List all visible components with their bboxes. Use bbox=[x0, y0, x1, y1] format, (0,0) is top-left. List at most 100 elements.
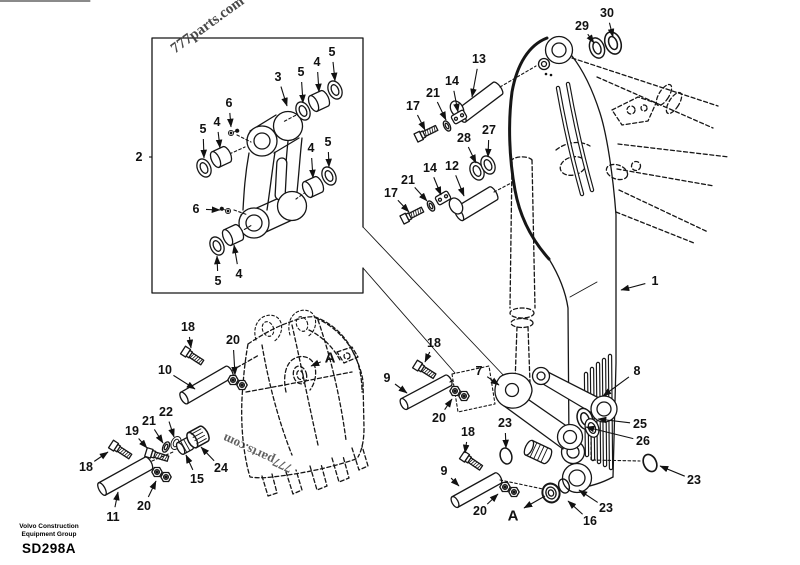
o-ring-23 bbox=[497, 445, 515, 467]
drawing-footer: Volvo Construction Equipment Group SD298… bbox=[14, 523, 84, 556]
callout-leader-9 bbox=[450, 477, 460, 487]
callout-label-4: 4 bbox=[236, 267, 243, 281]
bushing-4 bbox=[299, 174, 327, 200]
callout-leader-19 bbox=[138, 438, 148, 449]
callout-leader-4 bbox=[315, 71, 322, 93]
callout-label-3: 3 bbox=[275, 70, 282, 84]
company-name-line2: Equipment Group bbox=[21, 531, 77, 539]
drawing-code: SD298A bbox=[21, 541, 77, 557]
callout-label-14: 14 bbox=[445, 74, 459, 88]
callout-label-24: 24 bbox=[214, 461, 228, 475]
callout-label-9: 9 bbox=[384, 371, 391, 385]
nuts-20 bbox=[500, 483, 519, 497]
inset-link-assembly bbox=[193, 77, 346, 259]
link-8 bbox=[531, 366, 618, 423]
o-ring-23 bbox=[639, 451, 661, 475]
callout-leader-6 bbox=[205, 206, 221, 213]
link-install-location-dashed bbox=[451, 365, 496, 413]
callout-leader-20 bbox=[231, 349, 238, 376]
callout-leader-5 bbox=[200, 138, 208, 159]
pin-11 bbox=[97, 456, 154, 496]
callout-label-12: 12 bbox=[445, 159, 459, 173]
company-name-line1: Volvo Construction bbox=[19, 523, 79, 530]
callout-label-25: 25 bbox=[633, 417, 647, 431]
callout-leader-18 bbox=[186, 336, 194, 349]
callout-leader-30 bbox=[607, 22, 615, 38]
callout-leader-20 bbox=[147, 480, 157, 498]
callout-label-9: 9 bbox=[441, 464, 448, 478]
callout-leader-6 bbox=[227, 112, 234, 128]
callout-leader-21 bbox=[436, 101, 447, 121]
bushing-4 bbox=[305, 88, 333, 114]
callout-label-28: 28 bbox=[457, 131, 471, 145]
callout-label-26: 26 bbox=[636, 434, 650, 448]
callout-leader-29 bbox=[586, 33, 595, 44]
callout-label-20: 20 bbox=[226, 333, 240, 347]
ribbed-collar bbox=[523, 439, 553, 465]
nuts-20 bbox=[228, 376, 247, 390]
callout-leader-20 bbox=[486, 493, 499, 505]
callout-label-7: 7 bbox=[476, 364, 483, 378]
callout-leader-23 bbox=[578, 489, 598, 503]
bolt-18 bbox=[458, 450, 485, 473]
pin-9-upper bbox=[399, 374, 453, 411]
callout-label-23: 23 bbox=[599, 501, 613, 515]
callout-leader-14 bbox=[433, 177, 442, 196]
callout-leader-17 bbox=[397, 199, 410, 213]
callout-label-11: 11 bbox=[106, 510, 119, 524]
callout-label-16: 16 bbox=[583, 514, 597, 528]
callout-leader-5 bbox=[214, 255, 221, 272]
callout-label-17: 17 bbox=[406, 99, 420, 113]
callout-leader-18 bbox=[424, 351, 432, 363]
bushing-4 bbox=[207, 144, 235, 170]
bolt-17 bbox=[413, 123, 440, 143]
callout-label-A: A bbox=[508, 508, 519, 525]
callout-label-18: 18 bbox=[427, 336, 441, 350]
washer-21 bbox=[425, 199, 437, 213]
callout-label-20: 20 bbox=[473, 504, 487, 518]
callout-label-10: 10 bbox=[158, 363, 172, 377]
callout-label-5: 5 bbox=[329, 45, 336, 59]
callout-label-A: A bbox=[325, 350, 336, 367]
washer-21 bbox=[441, 119, 453, 133]
callout-leader-8 bbox=[602, 376, 630, 397]
callout-leader-23 bbox=[502, 432, 509, 449]
callout-label-4: 4 bbox=[214, 115, 221, 129]
callout-label-6: 6 bbox=[193, 202, 200, 216]
callout-label-23: 23 bbox=[498, 416, 512, 430]
callout-label-8: 8 bbox=[634, 364, 641, 378]
callout-label-19: 19 bbox=[125, 424, 139, 438]
callout-leader-4 bbox=[215, 131, 223, 149]
callout-label-4: 4 bbox=[308, 141, 315, 155]
callout-leader-14 bbox=[453, 90, 460, 113]
callout-label-2: 2 bbox=[136, 150, 143, 164]
callout-label-5: 5 bbox=[298, 65, 305, 79]
callout-label-1: 1 bbox=[652, 274, 659, 288]
callout-label-14: 14 bbox=[423, 161, 437, 175]
projection-line-b bbox=[362, 267, 456, 374]
callout-leader-21 bbox=[414, 187, 428, 202]
callout-leader-21 bbox=[153, 429, 164, 444]
callout-label-15: 15 bbox=[190, 472, 204, 486]
bolt-18 bbox=[411, 359, 438, 381]
bolt-18 bbox=[179, 345, 206, 367]
callout-label-5: 5 bbox=[215, 274, 222, 288]
callout-label-18: 18 bbox=[181, 320, 195, 334]
callout-leader-20 bbox=[444, 398, 453, 411]
callout-leader-5 bbox=[299, 81, 306, 104]
arm-part-1 bbox=[508, 35, 617, 494]
nuts-20 bbox=[450, 387, 469, 401]
callout-leader-23 bbox=[659, 465, 685, 477]
callout-leader-28 bbox=[467, 146, 477, 164]
link-7 bbox=[494, 372, 584, 451]
callout-label-17: 17 bbox=[384, 186, 398, 200]
callout-leader-9 bbox=[394, 383, 408, 394]
callout-leader-1 bbox=[620, 283, 646, 292]
callout-leader-3 bbox=[280, 86, 288, 107]
callout-leader-A bbox=[310, 359, 321, 367]
callout-leader-18 bbox=[93, 451, 109, 462]
callout-leader-4 bbox=[232, 244, 239, 265]
bolt-18 bbox=[107, 439, 134, 461]
